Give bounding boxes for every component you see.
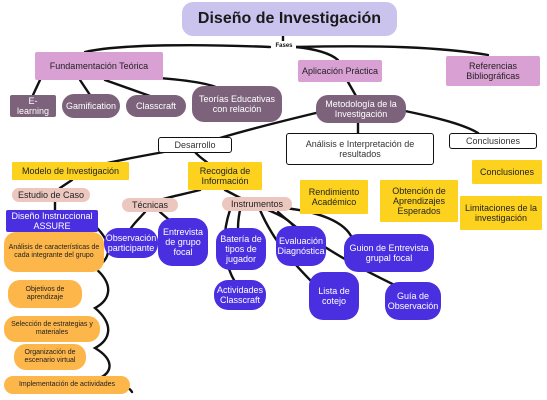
map-title: Diseño de Investigación — [182, 2, 397, 36]
link-fund-classcraft — [103, 78, 152, 98]
link-metod-conclusiones — [398, 108, 480, 135]
link-fases-referencias — [294, 45, 490, 57]
lista-cotejo-node: Lista de cotejo — [309, 272, 359, 320]
guion-entrevista-node: Guion de Entrevista grupal focal — [344, 234, 434, 272]
bateria-tipos-jugador-node: Batería de tipos de jugador — [216, 228, 266, 270]
assure-step-analisis: Análisis de características de cada inte… — [4, 232, 104, 272]
classcraft-node: Classcraft — [126, 95, 186, 117]
analisis-resultados-node: Análisis e Interpretación de resultados — [286, 133, 434, 165]
fundamentacion-teorica-node: Fundamentación Teórica — [35, 52, 163, 80]
aplicacion-practica-node: Aplicación Práctica — [298, 60, 382, 82]
assure-step-seleccion: Selección de estrategias y materiales — [4, 316, 100, 342]
conclusiones-node: Conclusiones — [472, 160, 542, 184]
metodologia-node: Metodología de la Investigación — [316, 95, 406, 123]
guia-observacion-node: Guía de Observación — [385, 282, 441, 320]
link-metod-desarrollo — [218, 110, 322, 140]
rendimiento-academico-node: Rendimiento Académico — [300, 180, 368, 214]
diseno-instruccional-node: Diseño Instruccional ASSURE — [6, 210, 98, 232]
assure-step-implementacion: Implementación de actividades — [4, 376, 130, 394]
link-fund-elearning — [31, 78, 42, 97]
link-aplicacion-metodologia — [346, 80, 358, 98]
link-fases-fundamentacion — [83, 43, 272, 54]
limitaciones-node: Limitaciones de la investigación — [460, 196, 542, 230]
conclusiones-header-node: Conclusiones — [449, 133, 537, 149]
gamification-node: Gamification — [62, 94, 120, 118]
link-instr-guion — [283, 206, 354, 240]
fases-connector-label: Fases — [272, 41, 296, 51]
assure-step-objetivos: Objetivos de aprendizaje — [8, 280, 82, 308]
observacion-participante-node: Observación participante — [104, 228, 158, 258]
evaluacion-diagnostica-node: Evaluación Diagnóstica — [276, 226, 326, 266]
estudio-caso-node: Estudio de Caso — [12, 188, 90, 202]
teorias-educativas-node: Teorías Educativas con relación — [192, 86, 282, 122]
aprendizajes-esperados-node: Obtención de Aprendizajes Esperados — [380, 180, 458, 222]
elearning-node: E-learning — [10, 95, 56, 117]
instrumentos-node: Instrumentos — [222, 197, 292, 211]
link-fases-aplicacion — [294, 45, 340, 62]
link-fund-gamification — [78, 78, 92, 97]
assure-step-organizacion: Organización de escenario virtual — [14, 344, 86, 370]
actividades-classcraft-node: Actividades Classcraft — [214, 280, 266, 310]
tecnicas-node: Técnicas — [122, 198, 178, 212]
entrevista-grupo-focal-node: Entrevista de grupo focal — [158, 218, 208, 266]
desarrollo-node: Desarrollo — [158, 137, 232, 153]
modelo-investigacion-node: Modelo de Investigación — [12, 162, 129, 180]
recogida-informacion-node: Recogida de Información — [188, 162, 262, 190]
referencias-bibliograficas-node: Referencias Bibliográficas — [446, 56, 540, 86]
link-modelo-estudio — [58, 178, 74, 190]
